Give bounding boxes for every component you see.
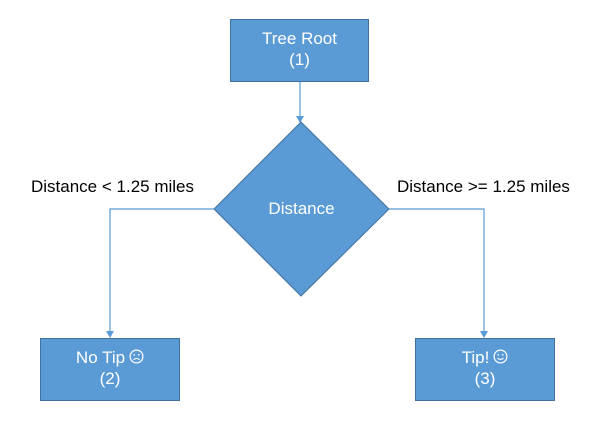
smiley-face-icon: [493, 349, 508, 364]
decision-diamond: [213, 121, 390, 297]
leaf-node-tip: Tip! (3): [415, 338, 555, 401]
leaf-tip-id: (3): [474, 369, 496, 388]
root-node-title: Tree Root: [262, 29, 337, 48]
root-node: Tree Root (1): [230, 19, 369, 82]
sad-face-icon: [129, 349, 144, 364]
leaf-node-no-tip: No Tip (2): [40, 338, 180, 401]
leaf-no-tip-label: No Tip: [75, 348, 126, 367]
connector-decision-to-left-leaf: [106, 208, 214, 338]
decision-label: Distance: [268, 199, 335, 218]
leaf-tip-label: Tip!: [461, 348, 490, 367]
right-branch-condition: Distance >= 1.25 miles: [397, 177, 570, 196]
left-branch-condition: Distance < 1.25 miles: [31, 177, 194, 196]
leaf-no-tip-id: (2): [99, 369, 121, 388]
connector-decision-to-right-leaf: [389, 208, 488, 338]
root-node-id: (1): [289, 50, 310, 69]
